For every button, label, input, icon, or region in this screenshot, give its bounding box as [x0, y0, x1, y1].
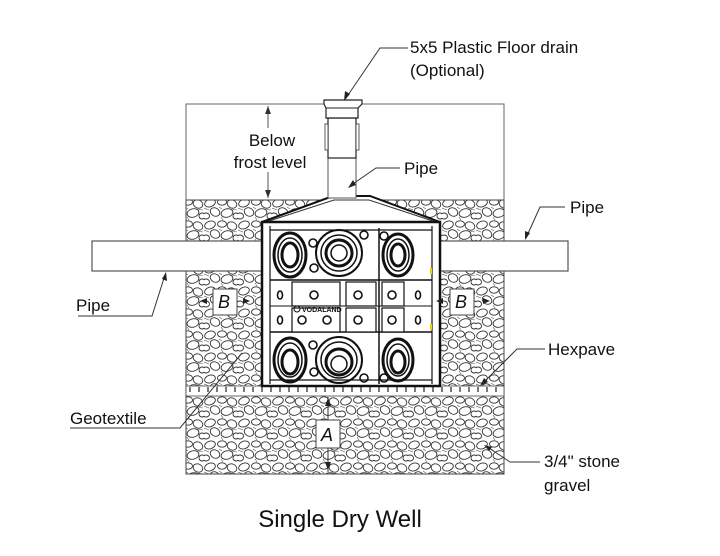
svg-text:B: B — [218, 292, 230, 312]
svg-text:A: A — [320, 425, 333, 445]
dry-well-module: VODALAND — [260, 195, 442, 388]
diagram-title: Single Dry Well — [258, 506, 422, 533]
dimension-a: A — [315, 397, 341, 472]
label-floor-drain: 5x5 Plastic Floor drain — [410, 38, 578, 57]
leader-pipe-vertical — [348, 167, 400, 188]
label-frost-level: frost level — [234, 153, 307, 172]
label-gravel: gravel — [544, 476, 590, 495]
frost-level-dimension — [222, 106, 322, 198]
label-pipe-right: Pipe — [570, 198, 604, 217]
leader-floor-drain — [344, 47, 408, 101]
dimension-b-left: B — [200, 288, 250, 316]
label-hexpave: Hexpave — [548, 340, 615, 359]
svg-text:B: B — [455, 292, 467, 312]
hexpave-layer — [185, 385, 505, 397]
leader-geotextile — [70, 352, 243, 429]
dimension-b-right: B — [436, 288, 490, 316]
floor-drain — [323, 99, 363, 119]
label-pipe-vertical: Pipe — [404, 159, 438, 178]
leader-pipe-left — [78, 272, 167, 317]
label-below: Below — [249, 131, 296, 150]
label-stone-gravel: 3/4" stone — [544, 452, 620, 471]
vertical-pipe — [324, 117, 360, 199]
label-geotextile: Geotextile — [70, 409, 147, 428]
leader-hexpave — [480, 348, 545, 386]
leader-pipe-right — [525, 206, 565, 240]
label-floor-drain-optional: (Optional) — [410, 61, 485, 80]
brand-logo: VODALAND — [293, 305, 342, 314]
leader-gravel — [484, 445, 540, 463]
svg-text:VODALAND: VODALAND — [302, 307, 342, 314]
label-pipe-left: Pipe — [76, 296, 110, 315]
